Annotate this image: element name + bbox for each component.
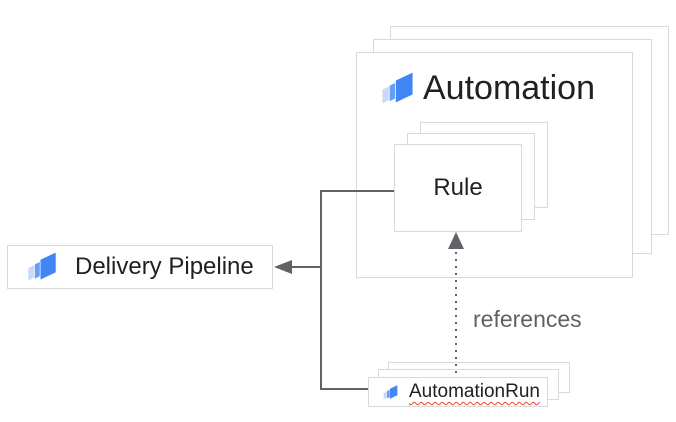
automation-run-card — [368, 377, 548, 407]
automation-title: Automation — [381, 68, 595, 108]
rule-label: Rule — [433, 174, 483, 201]
automation-run-title: AutomationRun — [383, 377, 540, 407]
cloud-deploy-icon — [381, 71, 414, 105]
cloud-deploy-icon — [27, 252, 57, 282]
delivery-pipeline-title: Delivery Pipeline — [27, 245, 254, 289]
references-edge-label: references — [473, 306, 582, 332]
automation-label: Automation — [423, 69, 595, 107]
rule-card: Rule — [394, 144, 522, 232]
cloud-deploy-icon — [383, 384, 398, 400]
arrowhead-left-icon — [274, 260, 292, 274]
automation-run-label: AutomationRun — [409, 381, 540, 402]
delivery-pipeline-label: Delivery Pipeline — [75, 253, 254, 280]
